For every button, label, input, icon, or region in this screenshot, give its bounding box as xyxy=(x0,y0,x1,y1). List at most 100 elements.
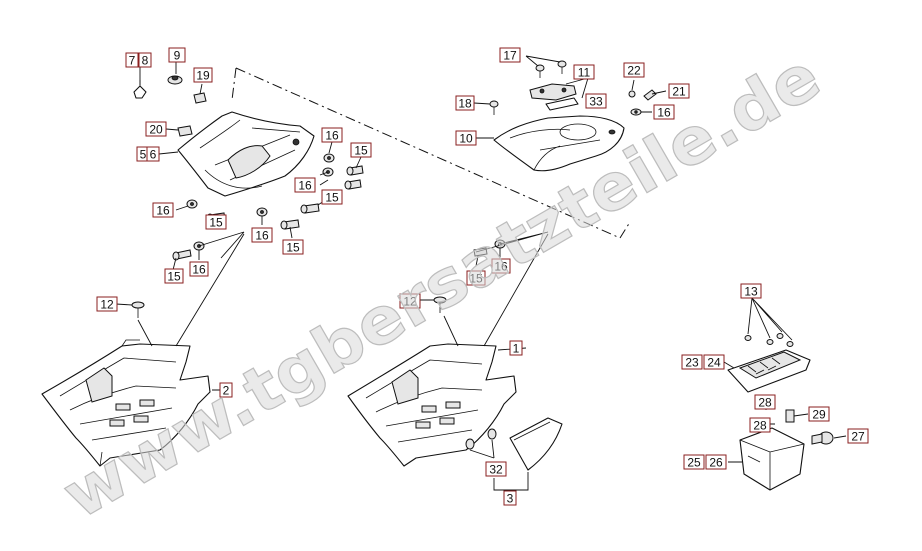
part-label-l28b: 28 xyxy=(749,417,771,433)
part-label-box xyxy=(668,83,690,99)
part-label-box xyxy=(683,454,705,470)
part-label-l16b: 16 xyxy=(294,177,316,193)
part-label-box xyxy=(740,283,762,299)
part-label-text: 24 xyxy=(707,356,721,370)
part-label-text: 22 xyxy=(627,64,641,78)
part-label-l6: 6 xyxy=(146,146,160,162)
part-label-box xyxy=(455,130,477,146)
washer-16-c xyxy=(186,199,198,209)
part-label-box xyxy=(509,340,523,356)
grommets-32 xyxy=(465,428,497,450)
part-label-text: 10 xyxy=(459,132,473,146)
part-label-l20: 20 xyxy=(145,121,167,137)
part-label-text: 16 xyxy=(657,106,671,120)
leader-lines-left-bottom xyxy=(115,233,245,391)
part-label-text: 15 xyxy=(469,272,483,286)
part-label-text: 15 xyxy=(167,270,181,284)
nut-9 xyxy=(167,75,183,85)
part-label-text: 26 xyxy=(709,456,723,470)
part-label-box xyxy=(164,268,184,284)
part-label-l23: 23 xyxy=(681,354,703,370)
part-label-box xyxy=(808,406,830,422)
part-label-l27: 27 xyxy=(847,428,869,444)
part-label-box xyxy=(749,417,771,433)
part-label-l13: 13 xyxy=(740,283,762,299)
part-label-text: 15 xyxy=(325,191,339,205)
bolt-21 xyxy=(643,89,657,101)
bracket-11 xyxy=(529,83,577,101)
part-label-l29: 29 xyxy=(808,406,830,422)
part-label-text: 5 xyxy=(140,148,147,162)
part-label-text: 12 xyxy=(403,295,417,309)
footrest-right xyxy=(347,343,517,467)
part-label-text: 6 xyxy=(150,148,157,162)
part-label-l33: 33 xyxy=(585,93,607,109)
part-label-l10: 10 xyxy=(455,130,477,146)
part-label-box xyxy=(205,214,227,230)
bolt-15-f xyxy=(172,249,192,261)
part-label-box xyxy=(138,52,152,68)
part-label-box xyxy=(189,261,209,277)
part-label-l16f: 16 xyxy=(653,104,675,120)
clip-29 xyxy=(785,409,795,423)
part-label-l16d: 16 xyxy=(251,227,273,243)
bolt-15-b xyxy=(344,179,362,190)
part-label-text: 25 xyxy=(687,456,701,470)
part-label-l16e: 16 xyxy=(189,261,209,277)
part-label-text: 28 xyxy=(758,396,772,410)
part-label-text: 3 xyxy=(507,492,514,506)
knob-27 xyxy=(811,431,834,445)
part-label-box xyxy=(585,93,607,109)
part-label-text: 28 xyxy=(753,419,767,433)
part-label-text: 15 xyxy=(209,216,223,230)
screw-18 xyxy=(489,100,499,115)
part-label-l26: 26 xyxy=(705,454,727,470)
clip-20 xyxy=(177,125,193,137)
part-label-l19: 19 xyxy=(193,67,213,83)
assembly-dashed-line xyxy=(231,67,631,239)
part-label-l3: 3 xyxy=(503,490,517,506)
box-lid-23-24 xyxy=(727,349,811,393)
part-label-l1: 1 xyxy=(509,340,523,356)
part-label-l11: 11 xyxy=(573,64,595,80)
part-label-text: 20 xyxy=(149,123,163,137)
part-label-box xyxy=(623,62,645,78)
part-label-l9: 9 xyxy=(168,47,186,63)
part-label-l16a: 16 xyxy=(321,127,343,143)
part-label-text: 16 xyxy=(156,204,170,218)
part-label-box xyxy=(321,189,343,205)
rear-cover-upper xyxy=(493,115,625,172)
part-label-text: 17 xyxy=(503,49,517,63)
part-label-l32: 32 xyxy=(485,461,507,477)
footrest-left xyxy=(41,339,211,467)
part-label-l18: 18 xyxy=(455,95,475,111)
part-label-box xyxy=(399,293,421,309)
washer-16-f xyxy=(630,108,642,116)
part-label-l5: 5 xyxy=(136,146,150,162)
strip-33 xyxy=(545,97,579,111)
part-label-l16g: 16 xyxy=(491,258,511,274)
part-label-box xyxy=(499,47,521,63)
part-label-l24: 24 xyxy=(703,354,725,370)
screws-13 xyxy=(744,333,794,347)
part-label-box xyxy=(705,454,727,470)
part-label-l22: 22 xyxy=(623,62,645,78)
part-label-text: 2 xyxy=(223,384,230,398)
part-label-box xyxy=(754,394,776,410)
part-label-box xyxy=(847,428,869,444)
part-label-text: 33 xyxy=(589,95,603,109)
part-label-box xyxy=(321,127,343,143)
part-label-text: 16 xyxy=(298,179,312,193)
part-label-box xyxy=(573,64,595,80)
part-label-box xyxy=(146,146,160,162)
part-label-text: 21 xyxy=(672,85,686,99)
part-label-box xyxy=(219,382,233,398)
part-label-text: 8 xyxy=(142,54,149,68)
bolt-12-left xyxy=(131,301,145,318)
washer-16-d xyxy=(256,207,268,217)
part-label-l25: 25 xyxy=(683,454,705,470)
part-label-l8: 8 xyxy=(138,52,152,68)
part-label-box xyxy=(350,142,372,158)
washer-16-e xyxy=(193,241,205,251)
